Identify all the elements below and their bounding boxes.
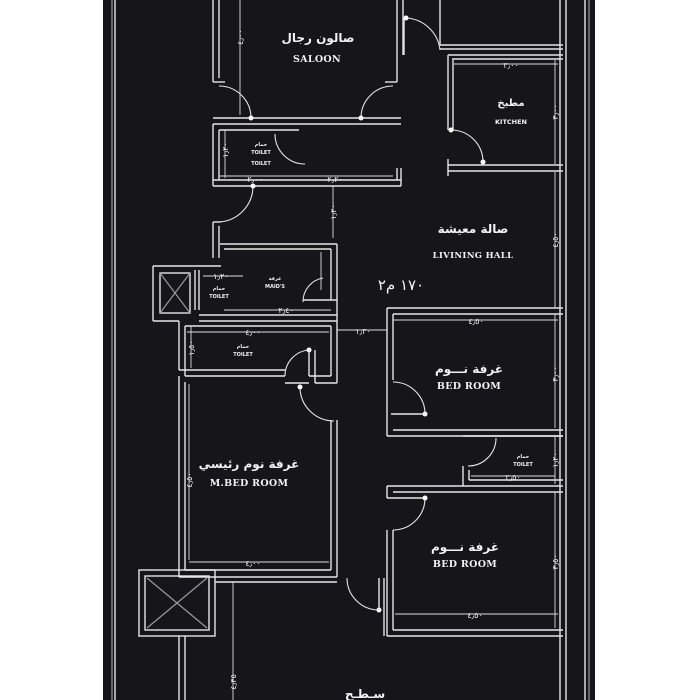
- maid-toilet-dim-h: ١٫٢٠: [213, 272, 229, 281]
- maids-label-ar: غرفة: [269, 276, 282, 282]
- room-bed-room-1: ٤٫٥٠ ٣٫٠٠ غرفة نـــوم BED ROOM: [386, 307, 563, 437]
- room-toilet-2: ٤٫٠٠ ١٫٥٠ حمام TOILET: [178, 321, 338, 384]
- living-label-en: LIVINING HALL: [433, 251, 514, 261]
- light-shaft-top: [159, 272, 191, 314]
- corridor-dim-v: ١٫٢٠: [329, 204, 338, 220]
- toilet1-label-ar: حمام: [255, 142, 268, 148]
- bed1-label-ar: غرفة نـــوم: [435, 362, 503, 377]
- bed2-label-ar: غرفة نـــوم: [431, 540, 499, 555]
- toilet2-dim-v: ١٫٥٠: [187, 340, 196, 356]
- kitchen-label-en: KITCHEN: [495, 118, 527, 126]
- room-living-hall: ٤٫٥٠ صالة معيشة LIVINING HALL ١٧٠ م٢: [378, 171, 560, 308]
- toilet1-label-en2: TOILET: [251, 161, 271, 167]
- kitchen-dim-v: ٣٫٠٠: [551, 104, 560, 120]
- bed2-dim-h: ٤٫٥٠: [467, 611, 483, 620]
- room-maids: ٢٫٤٠ غرفة MAID'S: [199, 243, 338, 322]
- hall-passage: ١٫٣٠: [337, 327, 387, 336]
- living-dim-v: ٤٫٥٠: [551, 232, 560, 248]
- floor-plan-drawing: ٤٫٠٠ صالون رجال SALOON ٣٫٠٠ ٣٫٠٠ مطبخ KI…: [111, 0, 590, 700]
- outer-walls: [111, 0, 590, 700]
- maid-toilet-label-en: TOILET: [209, 294, 229, 300]
- kitchen-label-ar: مطبخ: [497, 98, 524, 109]
- bed2-dim-v: ٣٫٥٠: [551, 554, 560, 570]
- saloon-label-en: SALOON: [293, 54, 341, 65]
- maids-dim-h: ٢٫٤٠: [278, 306, 294, 315]
- toilet1-label-en1: TOILET: [251, 150, 271, 156]
- room-master-bed-room: ٤٫٠٠ ٤٫٥٠ غرفة نوم رئيسي M.BED ROOM: [178, 376, 338, 578]
- floor-plan-canvas: ٤٫٠٠ صالون رجال SALOON ٣٫٠٠ ٣٫٠٠ مطبخ KI…: [103, 0, 595, 700]
- roof-door: [346, 577, 385, 636]
- saloon-label-ar: صالون رجال: [281, 31, 354, 46]
- maid-toilet-label-ar: حمام: [213, 286, 226, 292]
- kitchen-dim-h: ٣٫٠٠: [503, 61, 519, 70]
- toilet2-label-ar: حمام: [237, 344, 250, 350]
- room-dining: [403, 0, 563, 55]
- toilet3-dim-h: ٢٫٥٠: [505, 473, 521, 482]
- toilet1-dim-h: ٢٫٠٠: [247, 175, 263, 184]
- room-bed-room-2: ٤٫٥٠ ٣٫٥٠ غرفة نـــوم BED ROOM: [386, 486, 563, 637]
- toilet3-label-en: TOILET: [513, 462, 533, 468]
- mbed-label-en: M.BED ROOM: [210, 478, 289, 489]
- light-shaft-bottom: [138, 569, 216, 637]
- room-toilet-1: ١٫٢٠ ٢٫٠٠ ٢٫٢٠ حمام TOILET TOILET: [212, 124, 402, 187]
- total-area-label: ١٧٠ م٢: [378, 276, 424, 294]
- corridor-dim-h: ٢٫٢٠: [327, 175, 343, 184]
- room-maid-toilet: ١٫٢٠ حمام TOILET: [152, 265, 243, 322]
- mbed-dim-h: ٤٫٠٠: [245, 559, 261, 568]
- roof-area: ٤٫٣٥ سـطـح: [178, 581, 385, 700]
- roof-label-ar: سـطـح: [345, 687, 385, 700]
- bed1-dim-v: ٣٫٠٠: [551, 366, 560, 382]
- corridor: ١٫٢٠: [212, 183, 338, 258]
- saloon-dim-v: ٤٫٠٠: [236, 30, 245, 46]
- toilet3-dim-v: ١٫٢٠: [551, 452, 560, 468]
- maids-label-en: MAID'S: [265, 284, 285, 290]
- bed2-label-en: BED ROOM: [433, 559, 497, 570]
- mbed-dim-v: ٤٫٥٠: [185, 472, 194, 488]
- room-toilet-3: ١٫٢٠ ٢٫٥٠ حمام TOILET: [387, 435, 563, 493]
- passage-dim-h: ١٫٣٠: [355, 327, 371, 336]
- room-kitchen: ٣٫٠٠ ٣٫٠٠ مطبخ KITCHEN: [447, 54, 563, 172]
- toilet2-label-en: TOILET: [233, 352, 253, 358]
- living-label-ar: صالة معيشة: [438, 222, 509, 236]
- toilet3-label-ar: حمام: [517, 454, 530, 460]
- roof-dim-v: ٤٫٣٥: [229, 674, 238, 690]
- bed1-dim-h: ٤٫٥٠: [468, 317, 484, 326]
- toilet2-dim-h: ٤٫٠٠: [245, 328, 261, 337]
- mbed-label-ar: غرفة نوم رئيسي: [199, 457, 300, 472]
- toilet1-dim-v: ١٫٢٠: [221, 142, 230, 158]
- room-saloon: ٤٫٠٠ صالون رجال SALOON: [212, 0, 404, 125]
- bed1-label-en: BED ROOM: [437, 381, 501, 392]
